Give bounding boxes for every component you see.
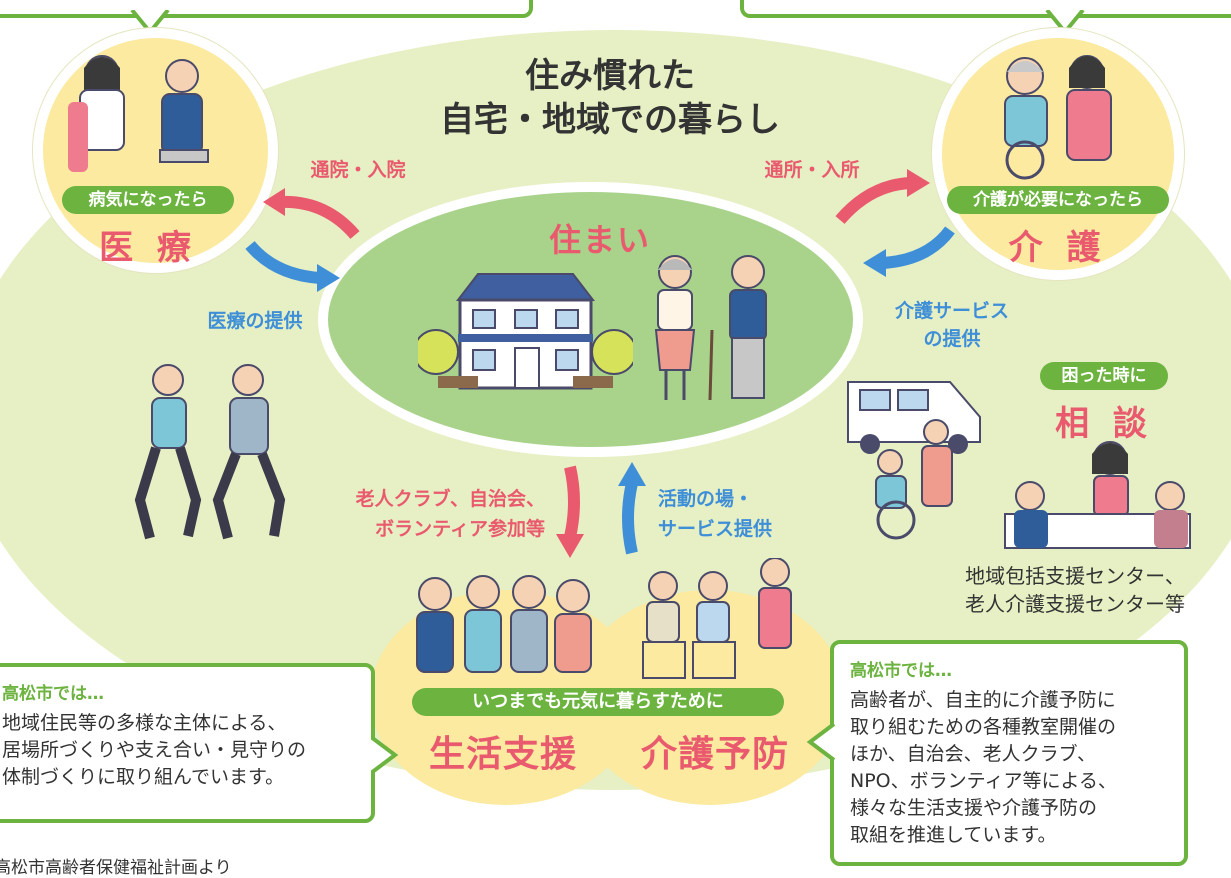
consult-label: 相 談 bbox=[1055, 404, 1153, 444]
medical-label: 医 療 bbox=[99, 228, 197, 268]
left-callout-tail bbox=[371, 735, 399, 775]
right-callout-line-4: NPO、ボランティア等による、 bbox=[850, 770, 1117, 792]
top-right-callout-edge bbox=[740, 0, 1231, 18]
consult-caption-1: 地域包括支援センター、 bbox=[965, 564, 1185, 588]
activity-label-1: 活動の場・ bbox=[658, 488, 754, 510]
left-callout-line-3: 体制づくりに取り組んでいます。 bbox=[2, 766, 285, 788]
right-callout-title: 高松市では… bbox=[850, 661, 952, 681]
source-note: 高松市高齢者保健福祉計画より bbox=[0, 858, 232, 878]
hospital-label: 通院・入院 bbox=[310, 159, 406, 181]
bottom-pill: いつまでも元気に暮らすために bbox=[412, 688, 784, 716]
right-callout-line-6: 取組を推進しています。 bbox=[850, 824, 1057, 846]
joggers-icon bbox=[134, 364, 286, 540]
activity-label-2: サービス提供 bbox=[658, 518, 773, 540]
left-callout-title: 高松市では… bbox=[2, 684, 104, 704]
housing-label: 住まい bbox=[548, 221, 651, 259]
care-label: 介 護 bbox=[1008, 228, 1107, 268]
caregiver-wheelchair-icon bbox=[1004, 55, 1112, 180]
house-icon bbox=[418, 273, 633, 390]
left-callout: 高松市では… 地域住民等の多様な主体による、 居場所づくりや支え合い・見守りの … bbox=[0, 663, 375, 823]
left-callout-line-2: 居場所づくりや支え合い・見守りの bbox=[2, 739, 307, 761]
right-callout-line-5: 様々な生活支援や介護予防の bbox=[850, 797, 1098, 819]
right-callout-line-3: ほか、自治会、老人クラブ、 bbox=[850, 743, 1097, 765]
top-left-callout-edge bbox=[0, 0, 533, 18]
transport-van-icon bbox=[847, 381, 981, 540]
activity-arrow bbox=[618, 462, 646, 555]
hospital-arrow bbox=[263, 188, 360, 240]
clubs-label-2: ボランティア参加等 bbox=[375, 518, 545, 540]
left-callout-line-1: 地域住民等の多様な主体による、 bbox=[2, 712, 287, 734]
right-callout: 高松市では… 高齢者が、自主的に介護予防に 取り組むための各種教室開催の ほか、… bbox=[830, 640, 1188, 866]
medical-provision-arrow bbox=[245, 241, 340, 292]
care-pill: 介護が必要になったら bbox=[947, 186, 1169, 214]
care-service-label-2: の提供 bbox=[923, 328, 981, 350]
right-callout-line-2: 取り組むための各種教室開催の bbox=[850, 716, 1117, 738]
title-line1: 住み慣れた bbox=[525, 56, 695, 96]
care-service-arrow bbox=[863, 226, 955, 277]
facility-label: 通所・入所 bbox=[764, 159, 860, 181]
consult-caption-2: 老人介護支援センター等 bbox=[965, 592, 1185, 616]
medical-provision-label: 医療の提供 bbox=[207, 310, 303, 332]
right-callout-tail bbox=[806, 722, 836, 762]
title-line2: 自宅・地域での暮らし bbox=[440, 100, 780, 140]
right-callout-line-1: 高齢者が、自主的に介護予防に bbox=[850, 689, 1116, 711]
life-support-label: 生活支援 bbox=[428, 734, 577, 775]
facility-arrow bbox=[835, 169, 930, 224]
doctor-patient-icon bbox=[68, 55, 209, 172]
group-people-icon bbox=[416, 558, 792, 679]
clubs-label-1: 老人クラブ、自治会、 bbox=[355, 488, 545, 510]
elderly-couple-icon bbox=[654, 255, 767, 401]
care-circle bbox=[932, 28, 1184, 280]
consult-pill: 困った時に bbox=[1040, 362, 1168, 390]
care-prevention-label: 介護予防 bbox=[640, 734, 789, 775]
care-service-label-1: 介護サービス bbox=[894, 300, 1009, 322]
consultation-icon bbox=[1004, 441, 1191, 549]
medical-pill: 病気になったら bbox=[62, 186, 234, 214]
clubs-arrow bbox=[556, 465, 584, 558]
